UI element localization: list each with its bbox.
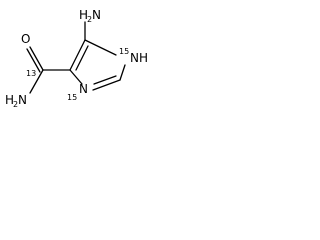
atom-amine-top-n: N xyxy=(92,8,101,22)
atom-amide-n-subscript: 2 xyxy=(13,100,18,109)
atom-amine-top-subscript: 2 xyxy=(87,15,92,24)
atom-carbonyl-o: O xyxy=(21,32,30,46)
atom-ring-nh-n: N xyxy=(130,51,139,65)
bond-c2-n3-b xyxy=(93,75,117,85)
atom-carbonyl-c: 13 xyxy=(26,69,36,78)
bond-n1-c2 xyxy=(119,64,126,81)
structure-diagram: H 2 N 15 N H 15 N 13 O H 2 N xyxy=(5,8,148,109)
atom-ring-nh-isotope: 15 xyxy=(119,47,129,56)
bond-n3-c4 xyxy=(69,69,83,85)
atom-ring-n-symbol: N xyxy=(79,82,88,96)
atom-ring-n-isotope: 15 xyxy=(67,93,77,102)
atom-ring-nh: 15 N H xyxy=(119,47,148,65)
bond-c13-nh2 xyxy=(29,69,44,94)
atom-amide-n-n: N xyxy=(18,93,27,107)
bond-c13-o-b xyxy=(26,48,41,73)
atom-carbonyl-o-symbol: O xyxy=(21,32,30,46)
atom-ring-nh-h: H xyxy=(139,51,148,65)
bond-c4-c5-a xyxy=(69,39,86,71)
atom-carbonyl-c-isotope: 13 xyxy=(26,69,36,78)
atom-amine-top-h: H xyxy=(79,8,88,22)
bond-c5-n1 xyxy=(84,39,117,56)
atom-amide-n: H 2 N xyxy=(5,93,27,109)
atom-amide-n-h: H xyxy=(5,93,14,107)
atom-ring-n: 15 N xyxy=(67,82,88,102)
bond-c4-c5-b xyxy=(75,45,89,71)
atom-amine-top: H 2 N xyxy=(79,8,101,24)
bonds xyxy=(26,21,126,94)
bond-c13-o-a xyxy=(29,46,44,71)
bond-c2-n3-a xyxy=(92,79,121,91)
